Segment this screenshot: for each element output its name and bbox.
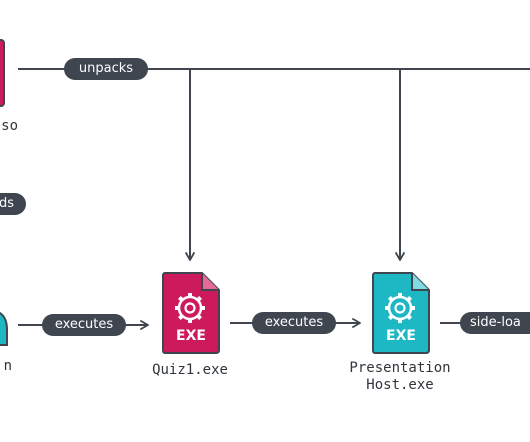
iso-file-partial	[0, 39, 5, 107]
executes-edge-label-2: executes	[252, 312, 336, 334]
gear-icon	[175, 293, 205, 323]
left-file-partial	[0, 311, 8, 346]
loads-edge-label-partial: ds	[0, 193, 26, 215]
iso-label-partial: so	[1, 118, 18, 134]
quiz-exe-badge: EXE	[176, 328, 206, 344]
left-node-label-partial: n	[3, 358, 12, 374]
presentation-host-file-icon: EXE	[372, 272, 430, 354]
quiz-exe-label: Quiz1.exe	[152, 362, 228, 378]
quiz-exe-file-icon: EXE	[162, 272, 220, 354]
gear-icon	[385, 293, 415, 323]
unpacks-edge-label: unpacks	[64, 58, 148, 80]
executes-edge-label-1: executes	[42, 314, 126, 336]
presentation-host-label: Presentation Host.exe	[349, 360, 451, 393]
presentation-host-exe-badge: EXE	[386, 328, 416, 344]
side-loads-edge-label-partial: side-loa	[460, 312, 530, 334]
